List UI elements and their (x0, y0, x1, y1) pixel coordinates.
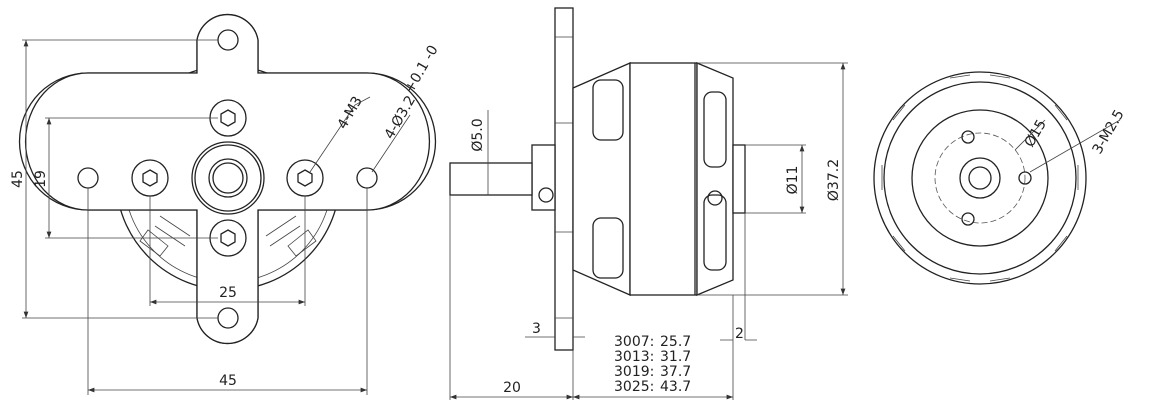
model: 3019: (614, 364, 654, 380)
dim-body: Ø37.2 (826, 159, 842, 201)
label-rear-holes: 3-M2.5 (1090, 107, 1128, 157)
length: 25.7 (660, 334, 691, 350)
dim-plate: 3 (532, 321, 541, 337)
motor-can (629, 62, 698, 296)
front-bell (572, 62, 631, 296)
side-view: Ø5.0 Ø11 Ø37.2 3 2 20 3007: 25.7 3013: 31.… (449, 7, 848, 400)
dim-height: 45 (10, 170, 26, 188)
rear-outline (873, 71, 1087, 285)
dim-rear-boss: Ø11 (785, 166, 801, 195)
dim-shaft-length: 20 (503, 380, 521, 396)
rear-bell (696, 62, 734, 296)
model: 3025: (614, 379, 654, 395)
dim-rear-gap: 2 (735, 326, 744, 342)
dim-screw-horizontal: 25 (219, 285, 237, 301)
length: 31.7 (660, 349, 691, 365)
rear-view: Ø15 3-M2.5 (873, 71, 1128, 285)
shaft (449, 162, 533, 196)
length: 37.7 (660, 364, 691, 380)
length-table: 3007: 25.7 3013: 31.7 3019: 37.7 3025: 43.7 (614, 334, 691, 395)
label-holes-tolerance: +0.1 -0 (402, 43, 442, 96)
rear-boss (732, 144, 746, 214)
model: 3007: (614, 334, 654, 350)
bolt-circle (934, 132, 1026, 224)
m25-holes (961, 130, 1032, 226)
length: 43.7 (660, 379, 691, 395)
front-view: 45 19 25 45 4-M3 4-Ø3.2 +0.1 -0 (10, 13, 442, 395)
model: 3013: (614, 349, 654, 365)
dim-bolt-circle: Ø15 (1022, 117, 1050, 150)
dim-width: 45 (219, 373, 237, 389)
dim-shaft: Ø5.0 (470, 118, 486, 151)
center-hub (191, 141, 265, 215)
mount-plate (554, 7, 574, 351)
dim-screw-vertical: 19 (33, 170, 49, 188)
